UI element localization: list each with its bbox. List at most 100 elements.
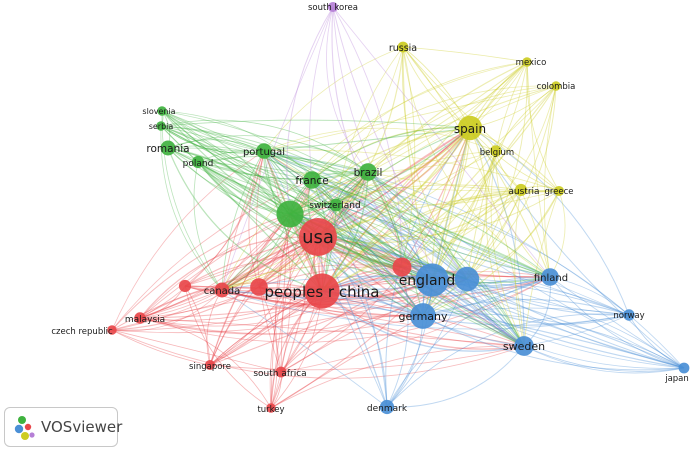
node-romania[interactable] [160, 140, 176, 156]
network-edge [111, 329, 525, 379]
network-edge [263, 150, 424, 317]
network-edge [209, 213, 291, 366]
network-edge [289, 127, 471, 215]
label-germany: germany [398, 310, 448, 323]
network-edge [263, 150, 525, 347]
node-malaysia[interactable] [134, 312, 146, 324]
network-edge [161, 110, 265, 152]
node-finland[interactable] [541, 268, 559, 286]
network-edge [469, 127, 551, 278]
node-slovenia[interactable] [157, 106, 167, 116]
node-peoples-r-china[interactable] [304, 273, 340, 309]
node-green-minor-a[interactable] [276, 200, 304, 228]
node-russia[interactable] [397, 41, 409, 53]
network-edge [367, 85, 557, 173]
network-edge [422, 313, 685, 369]
network-edge [422, 298, 630, 317]
network-edge [335, 46, 404, 206]
network-edge [263, 150, 685, 369]
network-edge [402, 46, 433, 281]
node-switzerland[interactable] [329, 198, 343, 212]
network-edge [514, 189, 525, 347]
node-red-minor-c[interactable] [392, 257, 412, 277]
node-austria[interactable] [514, 183, 528, 197]
node-red-minor-a[interactable] [178, 279, 192, 293]
network-edge [160, 125, 551, 278]
network-edge [160, 125, 337, 206]
node-canada[interactable] [214, 282, 230, 298]
node-norway[interactable] [623, 309, 635, 321]
network-edge [139, 266, 403, 327]
network-edge [270, 345, 525, 409]
network-edge [386, 345, 525, 408]
label-usa: usa [302, 227, 334, 248]
node-germany[interactable] [410, 303, 436, 329]
network-edge [526, 61, 551, 278]
node-singapore[interactable] [204, 359, 216, 371]
node-france[interactable] [303, 171, 321, 189]
node-blue-minor-a[interactable] [454, 266, 480, 292]
node-portugal[interactable] [256, 143, 272, 159]
network-edge [485, 150, 525, 347]
network-edge [367, 171, 560, 192]
network-edge [321, 290, 525, 350]
network-edge [139, 279, 433, 319]
network-edge [367, 171, 468, 280]
network-edge [139, 315, 424, 335]
network-edge [386, 266, 409, 408]
node-england[interactable] [415, 263, 449, 297]
network-edge [367, 171, 468, 280]
network-edge [401, 46, 416, 268]
network-edge [221, 289, 424, 317]
network-edge [367, 171, 403, 268]
node-red-minor-b[interactable] [250, 278, 268, 296]
label-colombia: colombia [537, 82, 576, 92]
network-edge [167, 147, 323, 292]
network-edge [160, 125, 265, 154]
network-edge [263, 150, 424, 317]
network-edge [289, 213, 685, 369]
network-edge [289, 213, 630, 316]
network-edge [311, 179, 560, 192]
network-edge [289, 85, 557, 215]
network-edge [221, 276, 551, 300]
network-edge [263, 127, 497, 152]
node-serbia[interactable] [156, 121, 166, 131]
node-sweden[interactable] [514, 336, 534, 356]
network-edge [317, 236, 685, 369]
network-edge [335, 204, 685, 369]
node-south-korea[interactable] [327, 1, 339, 13]
network-edge [270, 236, 319, 409]
network-edge [495, 85, 557, 152]
network-edge [221, 204, 337, 291]
network-edge [335, 204, 468, 280]
node-brazil[interactable] [359, 163, 377, 181]
node-usa[interactable] [299, 218, 337, 256]
network-edge [161, 110, 265, 152]
node-turkey[interactable] [266, 403, 276, 413]
network-edge [184, 285, 424, 318]
node-greece[interactable] [553, 185, 565, 197]
network-edge [167, 139, 265, 152]
network-edge [139, 289, 223, 319]
network-edge [161, 110, 468, 280]
node-south-africa[interactable] [275, 366, 287, 378]
network-edge [263, 150, 369, 173]
node-belgium[interactable] [490, 145, 502, 157]
node-denmark[interactable] [379, 399, 395, 415]
node-colombia[interactable] [551, 81, 561, 91]
network-edge [367, 171, 403, 268]
network-edge [160, 125, 424, 317]
network-edge [139, 150, 265, 319]
node-mexico[interactable] [522, 57, 532, 67]
node-czech-republic[interactable] [107, 325, 117, 335]
network-edge [209, 236, 319, 366]
network-edge [469, 127, 630, 316]
network-edge [386, 276, 551, 408]
node-japan[interactable] [678, 362, 690, 374]
network-edge [139, 286, 260, 319]
label-switzerland: switzerland [309, 201, 360, 211]
node-poland[interactable] [191, 155, 205, 169]
node-spain[interactable] [457, 115, 483, 141]
